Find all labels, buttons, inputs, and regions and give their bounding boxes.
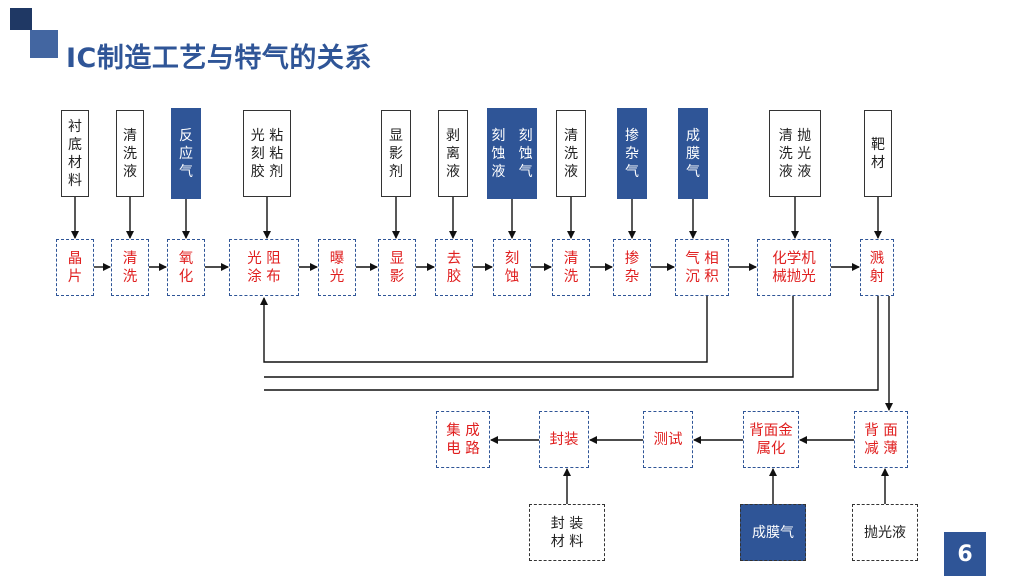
step-resist-removal: 去 胶 <box>435 239 473 296</box>
input-stripping-liquid: 剥 离 液 <box>438 110 468 197</box>
input-cleaning-liquid: 清 洗 液 <box>116 110 144 197</box>
step-integrated-circuit: 集 成 电 路 <box>436 411 490 468</box>
feedback-connector-24 <box>260 296 708 363</box>
step-exposure: 曝 光 <box>318 239 356 296</box>
step-cleaning-2: 清 洗 <box>552 239 590 296</box>
input-developer: 显 影 剂 <box>381 110 411 197</box>
step-photoresist-coating: 光 阻 涂 布 <box>229 239 299 296</box>
feedback-connector-26 <box>264 296 879 391</box>
input-doping-gas: 掺 杂 气 <box>617 108 647 199</box>
input-packaging-material: 封 装 材 料 <box>529 504 605 561</box>
step-sputtering: 溅 射 <box>860 239 894 296</box>
feedback-connector-25 <box>264 296 794 378</box>
input-reaction-gas: 反 应 气 <box>171 108 201 199</box>
step-cmp: 化学机 械抛光 <box>757 239 831 296</box>
step-wafer: 晶 片 <box>56 239 94 296</box>
step-development: 显 影 <box>378 239 416 296</box>
input-film-forming-gas-2: 成膜气 <box>740 504 806 561</box>
input-polishing-liquid: 抛光液 <box>852 504 918 561</box>
input-cleaning-polishing-liquid: 清 抛 洗 光 液 液 <box>769 110 821 197</box>
step-packaging: 封装 <box>539 411 589 468</box>
page-title: IC制造工艺与特气的关系 <box>66 43 372 74</box>
decor-square-dark <box>10 8 32 30</box>
step-testing: 测试 <box>643 411 693 468</box>
step-cleaning: 清 洗 <box>111 239 149 296</box>
step-oxidation: 氧 化 <box>167 239 205 296</box>
step-vapor-deposition: 气 相 沉 积 <box>675 239 729 296</box>
step-etching: 刻 蚀 <box>493 239 531 296</box>
input-etching-liquid-gas: 刻 刻 蚀 蚀 液 气 <box>487 108 537 199</box>
input-photoresist-adhesive: 光 粘 刻 粘 胶 剂 <box>243 110 291 197</box>
input-cleaning-liquid-2: 清 洗 液 <box>556 110 586 197</box>
decor-square-light <box>30 30 58 58</box>
step-backside-thinning: 背 面 减 薄 <box>854 411 908 468</box>
page-number: 6 <box>944 532 986 576</box>
step-doping: 掺 杂 <box>613 239 651 296</box>
input-film-forming-gas: 成 膜 气 <box>678 108 708 199</box>
input-target-material: 靶 材 <box>864 110 892 197</box>
step-backside-metallization: 背面金 属化 <box>743 411 799 468</box>
input-substrate-material: 衬 底 材 料 <box>61 110 89 197</box>
